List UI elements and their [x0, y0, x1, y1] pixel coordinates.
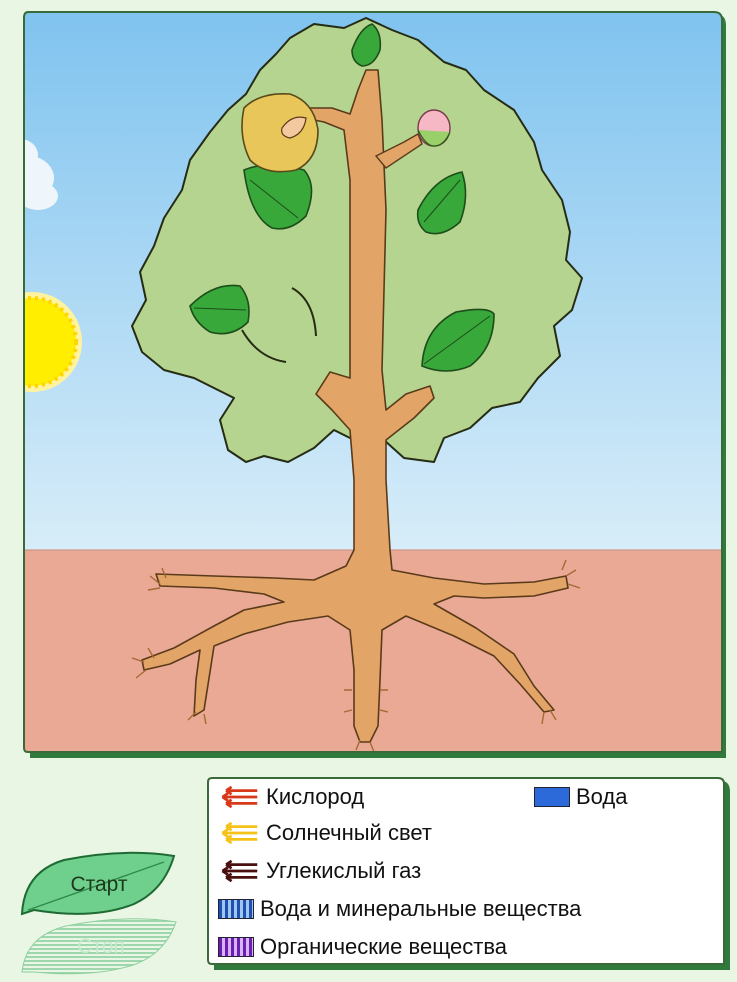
legend-sunlight: Солнечный свет [216, 820, 432, 846]
legend-panel: Кислород Вода Солнечный свет Углекислый … [204, 774, 732, 974]
stop-button-label: Стоп [16, 916, 186, 978]
legend-water-label: Вода [576, 784, 628, 810]
legend-organic-label: Органические вещества [260, 934, 507, 960]
legend-water-minerals: Вода и минеральные вещества [218, 896, 581, 922]
legend-water-minerals-label: Вода и минеральные вещества [260, 896, 581, 922]
co2-arrows-icon [216, 860, 260, 882]
organic-swatch-icon [218, 937, 254, 957]
water-swatch-icon [534, 787, 570, 807]
legend-co2: Углекислый газ [216, 858, 421, 884]
start-button[interactable]: Старт [14, 850, 184, 920]
water-minerals-swatch-icon [218, 899, 254, 919]
legend-oxygen: Кислород [216, 784, 364, 810]
legend-sunlight-label: Солнечный свет [266, 820, 432, 846]
stop-button[interactable]: Стоп [16, 916, 186, 978]
legend-water: Вода [534, 784, 628, 810]
legend-organic: Органические вещества [218, 934, 507, 960]
tree-scene [14, 10, 726, 762]
oxygen-arrows-icon [216, 786, 260, 808]
sunlight-arrows-icon [216, 822, 260, 844]
flower-bud [418, 110, 450, 146]
start-button-label: Старт [14, 850, 184, 920]
legend-oxygen-label: Кислород [266, 784, 364, 810]
flower-fruit [242, 94, 318, 172]
tree-illustration [14, 10, 726, 762]
legend-co2-label: Углекислый газ [266, 858, 421, 884]
